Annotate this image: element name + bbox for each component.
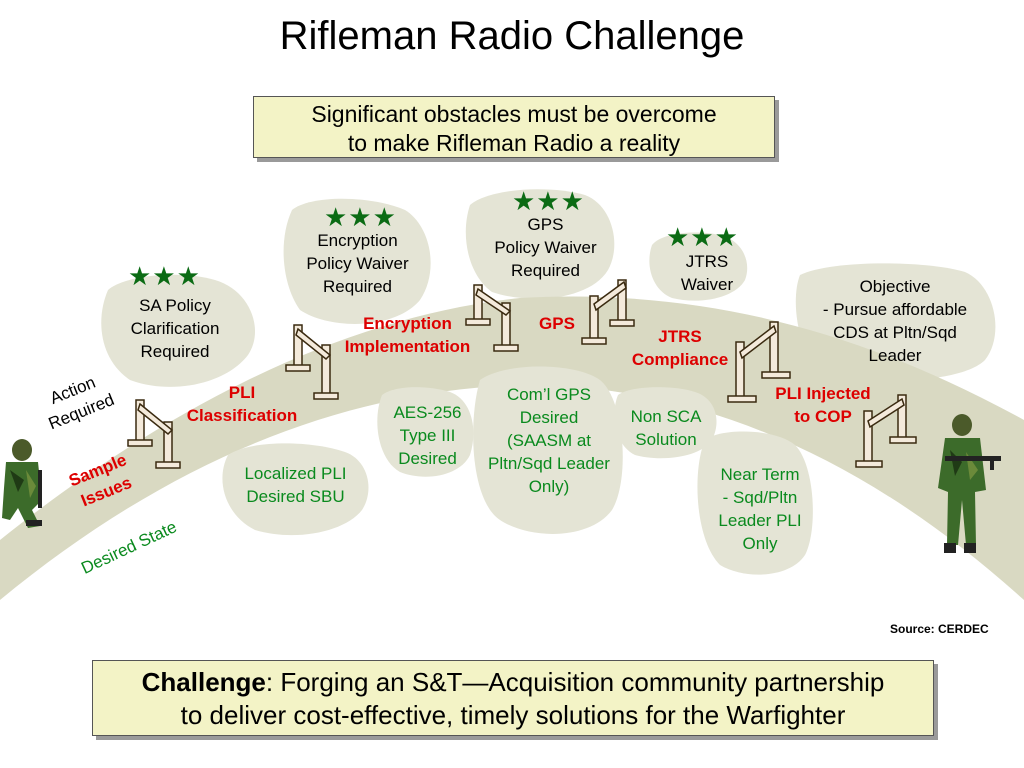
callout-line-2: to make Rifleman Radio a reality <box>347 130 681 156</box>
barrier-jtrs <box>727 321 791 403</box>
blob-non-sca <box>614 387 717 459</box>
barriers <box>127 279 917 469</box>
desired-non-sca: Non SCA Solution <box>630 407 702 449</box>
star-rating-gps: ★★★ <box>512 186 585 216</box>
obstacles-callout-box: Significant obstacles must be overcome t… <box>253 96 775 158</box>
desired-aes-256: AES-256 Type III Desired <box>393 403 462 468</box>
page-title: Rifleman Radio Challenge <box>279 14 745 58</box>
star-rating-jtrs: ★★★ <box>666 222 739 252</box>
desired-near-term: Near Term - Sqd/Pltn Leader PLI Only <box>718 465 802 553</box>
label-gps-waiver: GPS Policy Waiver Required <box>494 215 597 280</box>
label-jtrs-waiver: JTRS Waiver <box>680 252 734 294</box>
challenge-line-2: to deliver cost-effective, timely soluti… <box>180 700 846 730</box>
barrier-gps-right <box>581 279 635 345</box>
barrier-gps-left <box>465 284 519 352</box>
challenge-bold-label: Challenge <box>141 667 266 697</box>
soldier-right-figure <box>938 414 1001 553</box>
label-encryption-waiver: Encryption Policy Waiver Required <box>306 231 409 296</box>
obstacle-pli-classification: PLI Classification <box>186 383 298 425</box>
source-citation: Source: CERDEC <box>890 622 989 636</box>
barrier-encryption <box>285 324 339 400</box>
challenge-text: : Forging an S&T—Acquisition community p… <box>265 667 885 697</box>
challenge-callout-box: Challenge: Forging an S&T—Acquisition co… <box>92 660 934 736</box>
barrier-pli-cop <box>855 394 917 468</box>
blob-encryption-waiver <box>283 198 431 324</box>
star-rating-encryption: ★★★ <box>324 202 397 232</box>
soldier-left-figure <box>2 439 42 528</box>
label-objective: Objective - Pursue affordable CDS at Plt… <box>822 277 968 365</box>
blob-localized-pli <box>222 443 369 536</box>
obstacle-pli-injected: PLI Injected to COP <box>775 384 871 426</box>
blob-gps-waiver <box>465 189 615 299</box>
star-rating-sa-policy: ★★★ <box>128 261 201 291</box>
desired-localized-pli: Localized PLI Desired SBU <box>244 464 347 506</box>
obstacle-encryption-implementation: Encryption Implementation <box>344 314 471 356</box>
blob-near-term <box>697 431 813 575</box>
blob-sa-policy <box>101 274 256 387</box>
blob-coml-gps <box>473 366 623 534</box>
barrier-pli <box>127 399 181 469</box>
callout-line-1: Significant obstacles must be overcome <box>311 101 717 127</box>
challenge-line-1: Challenge: Forging an S&T—Acquisition co… <box>93 666 933 699</box>
blob-aes <box>377 387 474 477</box>
label-sa-policy: SA Policy Clarification Required <box>130 296 220 361</box>
blob-jtrs-waiver <box>649 232 748 301</box>
desired-coml-gps: Com’l GPS Desired (SAASM at Pltn/Sqd Lea… <box>488 385 610 496</box>
obstacle-gps: GPS <box>539 314 575 333</box>
obstacle-jtrs-compliance: JTRS Compliance <box>631 327 729 369</box>
